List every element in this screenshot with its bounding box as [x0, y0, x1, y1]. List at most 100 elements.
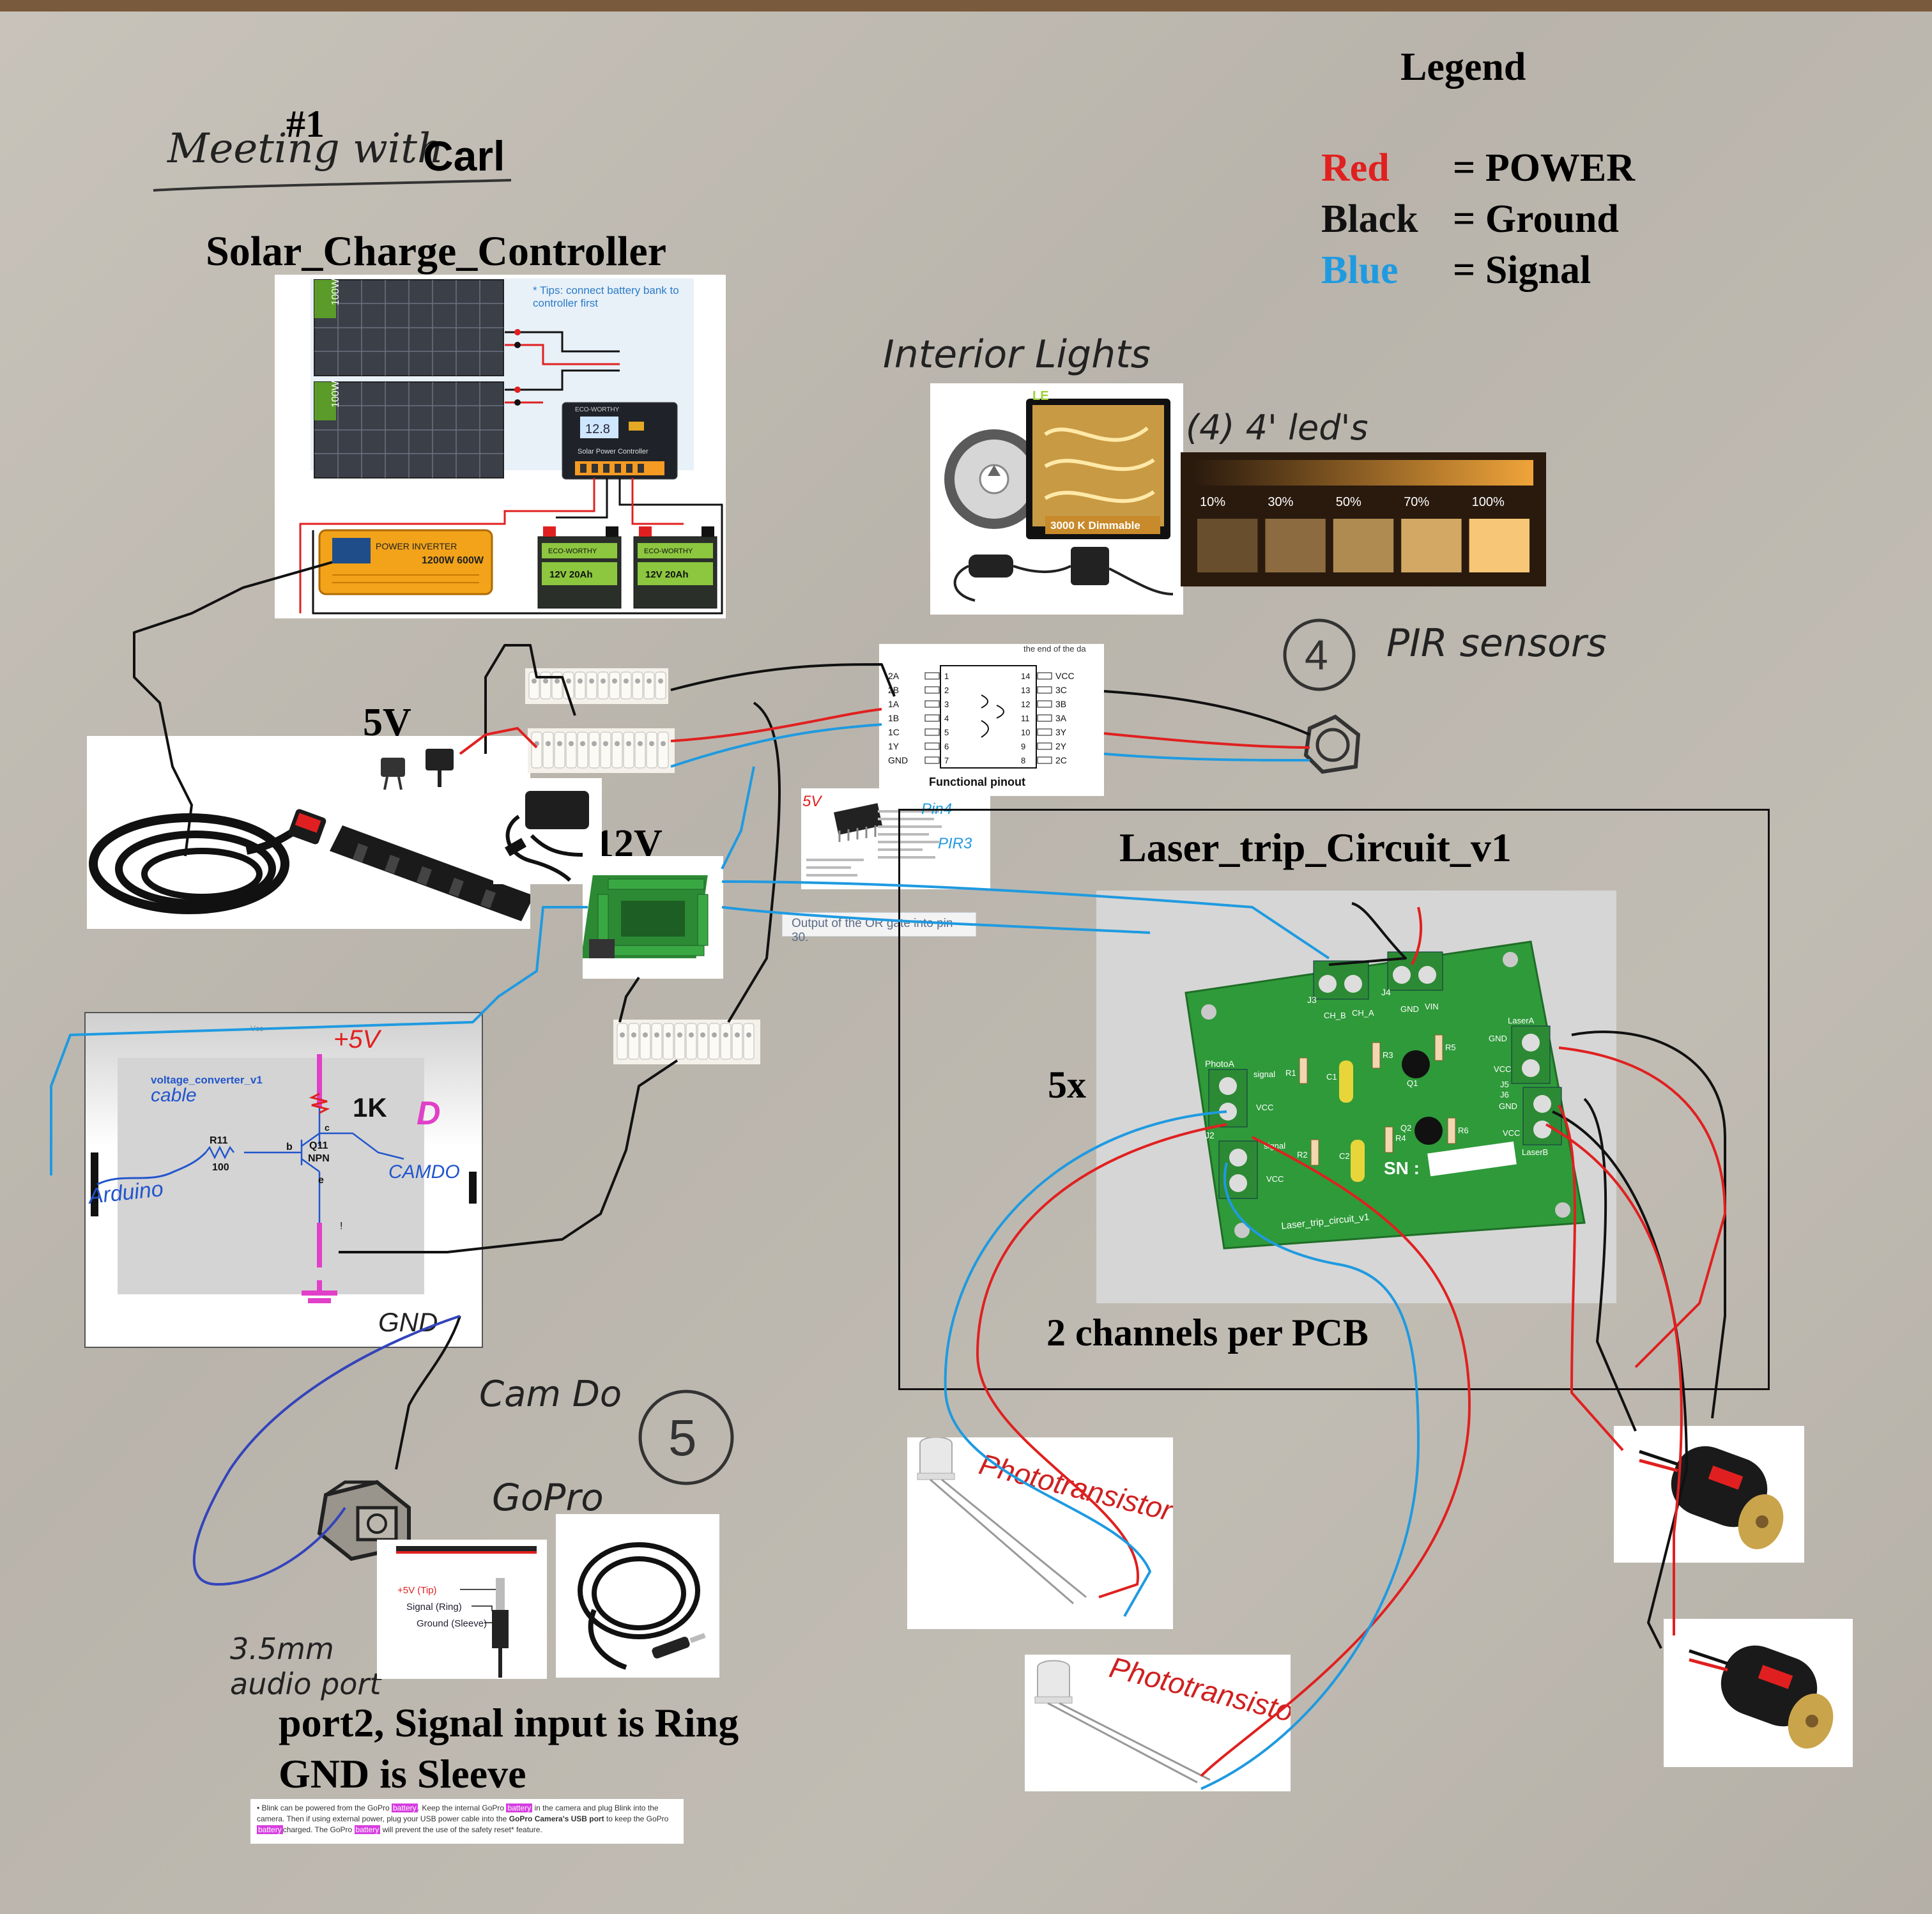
- or-left-pin-name-3: 1A: [888, 699, 900, 709]
- terminal-slot: [643, 671, 655, 700]
- solar-diagram-svg: 100W 100W * Tips: connect battery bank t…: [275, 275, 726, 618]
- terminal-screw: [626, 741, 631, 746]
- legend-color-blue: Blue: [1321, 249, 1399, 292]
- audio-cable-image: [556, 1514, 719, 1678]
- terminal-slot: [563, 671, 574, 700]
- power-strip-image: [87, 736, 534, 929]
- blink-text-5: charged. The GoPro: [282, 1825, 353, 1834]
- terminal-screw: [543, 678, 548, 684]
- terminal-screw: [700, 1032, 705, 1037]
- vc-1k: 1K: [353, 1092, 387, 1122]
- arduino-shield-image: [581, 856, 723, 979]
- phototransistor-1-svg: Phototransistor: [917, 1436, 1177, 1605]
- inverter-label: POWER INVERTER: [376, 541, 457, 551]
- terminal-block-2: [528, 728, 675, 773]
- or-left-pin-3: [924, 700, 940, 708]
- adapter-12v-svg: [505, 791, 589, 882]
- dimmer-svg: 10%30%50%70%100%: [1193, 460, 1533, 572]
- terminal-screw: [661, 741, 666, 746]
- or-right-pin-name-9: 2Y: [1055, 741, 1067, 751]
- pcb-r1: R1: [1285, 1068, 1296, 1078]
- dimmer-glow-2: [1265, 519, 1326, 572]
- terminal-slot: [542, 731, 554, 769]
- terminal-screw: [578, 678, 583, 684]
- vc-pin-c: c: [325, 1122, 330, 1133]
- terminal-screw: [643, 1032, 648, 1037]
- power-strip-svg: [89, 749, 534, 921]
- pcb-laser-a: LaserA: [1508, 1016, 1535, 1025]
- or-left-pin-name-5: 1C: [888, 727, 900, 737]
- terminal-screw: [654, 1032, 659, 1037]
- or-right-pin-name-10: 3Y: [1055, 727, 1067, 737]
- solar-panel-label-bottom: 100W: [330, 380, 341, 408]
- terminal-slot: [540, 671, 551, 700]
- solar-title: Solar_Charge_Controller: [206, 228, 667, 275]
- or-right-pin-num-9: 9: [1021, 742, 1025, 751]
- laser-caption: 2 channels per PCB: [1046, 1312, 1368, 1354]
- terminal-slot: [732, 1023, 743, 1060]
- terminal-screw: [592, 741, 597, 746]
- or-left-pin-4: [924, 714, 940, 722]
- or-right-pin-num-10: 10: [1021, 728, 1030, 737]
- dimmer-level-3: 50%: [1336, 495, 1361, 509]
- audio-jack-svg: +5V (Tip) Signal (Ring) Ground (Sleeve): [396, 1546, 537, 1678]
- vc-npn: NPN: [308, 1153, 330, 1164]
- or-left-pin-num-3: 3: [944, 700, 949, 709]
- phototransistor-2-label: Phototransistor: [1107, 1655, 1291, 1731]
- vc-r11-value: 100: [212, 1162, 229, 1173]
- battery-2-label: 12V 20Ah: [645, 569, 689, 580]
- power-adapter-12v-image: [493, 778, 602, 884]
- or-right-pin-14: [1037, 672, 1052, 680]
- terminal-slot: [609, 671, 620, 700]
- inverter-watts: 1200W 600W: [422, 555, 484, 566]
- arduino-shield-svg: [581, 875, 709, 958]
- terminal-slot: [577, 731, 588, 769]
- terminal-slot: [657, 731, 669, 769]
- or-right-pin-num-13: 13: [1021, 685, 1030, 695]
- pcb-j5: J5: [1500, 1080, 1509, 1089]
- or-right-pin-name-14: VCC: [1055, 671, 1075, 681]
- or-left-pin-name-6: 1Y: [888, 741, 900, 751]
- terminal-slot: [554, 731, 565, 769]
- table-edge: [0, 0, 1932, 11]
- terminal-slot: [623, 731, 634, 769]
- voltage-converter-svg: Vcc voltage_converter_v1 cable +5V R11 1…: [86, 1024, 477, 1337]
- or-left-pin-name-4: 1B: [888, 713, 899, 723]
- pcb-q2: Q2: [1400, 1123, 1411, 1133]
- terminal-screw: [532, 678, 537, 684]
- or-left-pin-1: [924, 672, 940, 680]
- gopro-label: GoPro: [492, 1476, 604, 1519]
- dimmer-glow-4: [1401, 519, 1462, 572]
- pcb-vcc-r1: VCC: [1494, 1064, 1511, 1074]
- terminal-screw: [569, 741, 574, 746]
- camdo-label: Cam Do: [479, 1374, 622, 1415]
- pir-count-number: 4: [1305, 631, 1328, 678]
- dimmer-levels-image: 10%30%50%70%100%: [1181, 452, 1546, 586]
- pir-sensor-icon: [1303, 714, 1361, 774]
- dimmer-glow-1: [1197, 519, 1258, 572]
- or-left-pin-num-4: 4: [944, 714, 949, 723]
- legend-color-red: Red: [1321, 146, 1390, 190]
- meeting-name: Carl: [423, 132, 505, 180]
- phototransistor-1-label: Phototransistor: [976, 1447, 1173, 1527]
- phototransistor-2-image: Phototransistor: [1025, 1650, 1307, 1791]
- terminal-slot: [743, 1023, 755, 1060]
- legend-row-ground: Black= Ground: [1321, 197, 1619, 242]
- pir-count-circle: 4: [1283, 618, 1356, 691]
- solar-tip-line1: * Tips: connect battery bank to: [533, 284, 679, 296]
- terminal-j4: [1387, 951, 1443, 991]
- pcb-sn-label: SN :: [1384, 1158, 1420, 1178]
- blink-text-3: in the camera and plug Blink into the ca…: [257, 1803, 659, 1823]
- terminal-slot: [586, 671, 597, 700]
- dimmer-level-1: 10%: [1200, 495, 1225, 509]
- phototransistor-2-svg: Phototransistor: [1034, 1650, 1307, 1784]
- or-right-pin-num-14: 14: [1021, 671, 1030, 681]
- or-left-pin-5: [924, 728, 940, 736]
- pcb-j3: J3: [1307, 995, 1317, 1005]
- blink-text-2: . Keep the internal GoPro: [417, 1803, 505, 1812]
- vc-vcc-header: Vcc: [250, 1024, 263, 1033]
- legend-color-black: Black: [1321, 197, 1418, 241]
- terminal-slot: [640, 1023, 651, 1060]
- laser-module-1-svg: [1639, 1446, 1784, 1549]
- laser-multiplier: 5x: [1048, 1064, 1086, 1106]
